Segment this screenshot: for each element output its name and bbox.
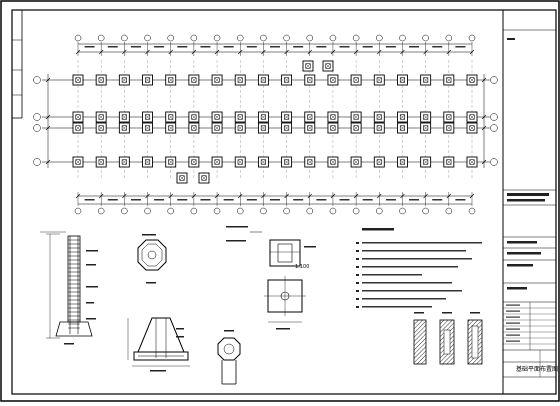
pile-cap-detail: 1:100 [269,239,316,270]
foundation-section-elevation [127,317,190,372]
column-elevation-detail [40,231,98,345]
left-binding-strip [11,10,23,119]
column-hatch-sections [413,312,483,365]
scale-note: 1:100 [295,264,309,270]
design-notes-block [356,228,482,308]
footing-plan-square [264,276,306,330]
title-block-sign-rows [503,304,556,345]
octagon-section-top [137,234,167,284]
sheet-inner-border [11,9,557,395]
title-block: 基础平面布置图 [502,10,558,394]
octagon-section-bottom [217,330,241,385]
foundation-plan [33,34,498,215]
title-block-drawing-name: 基础平面布置图 [516,365,558,373]
notes-label-upper [226,226,262,242]
